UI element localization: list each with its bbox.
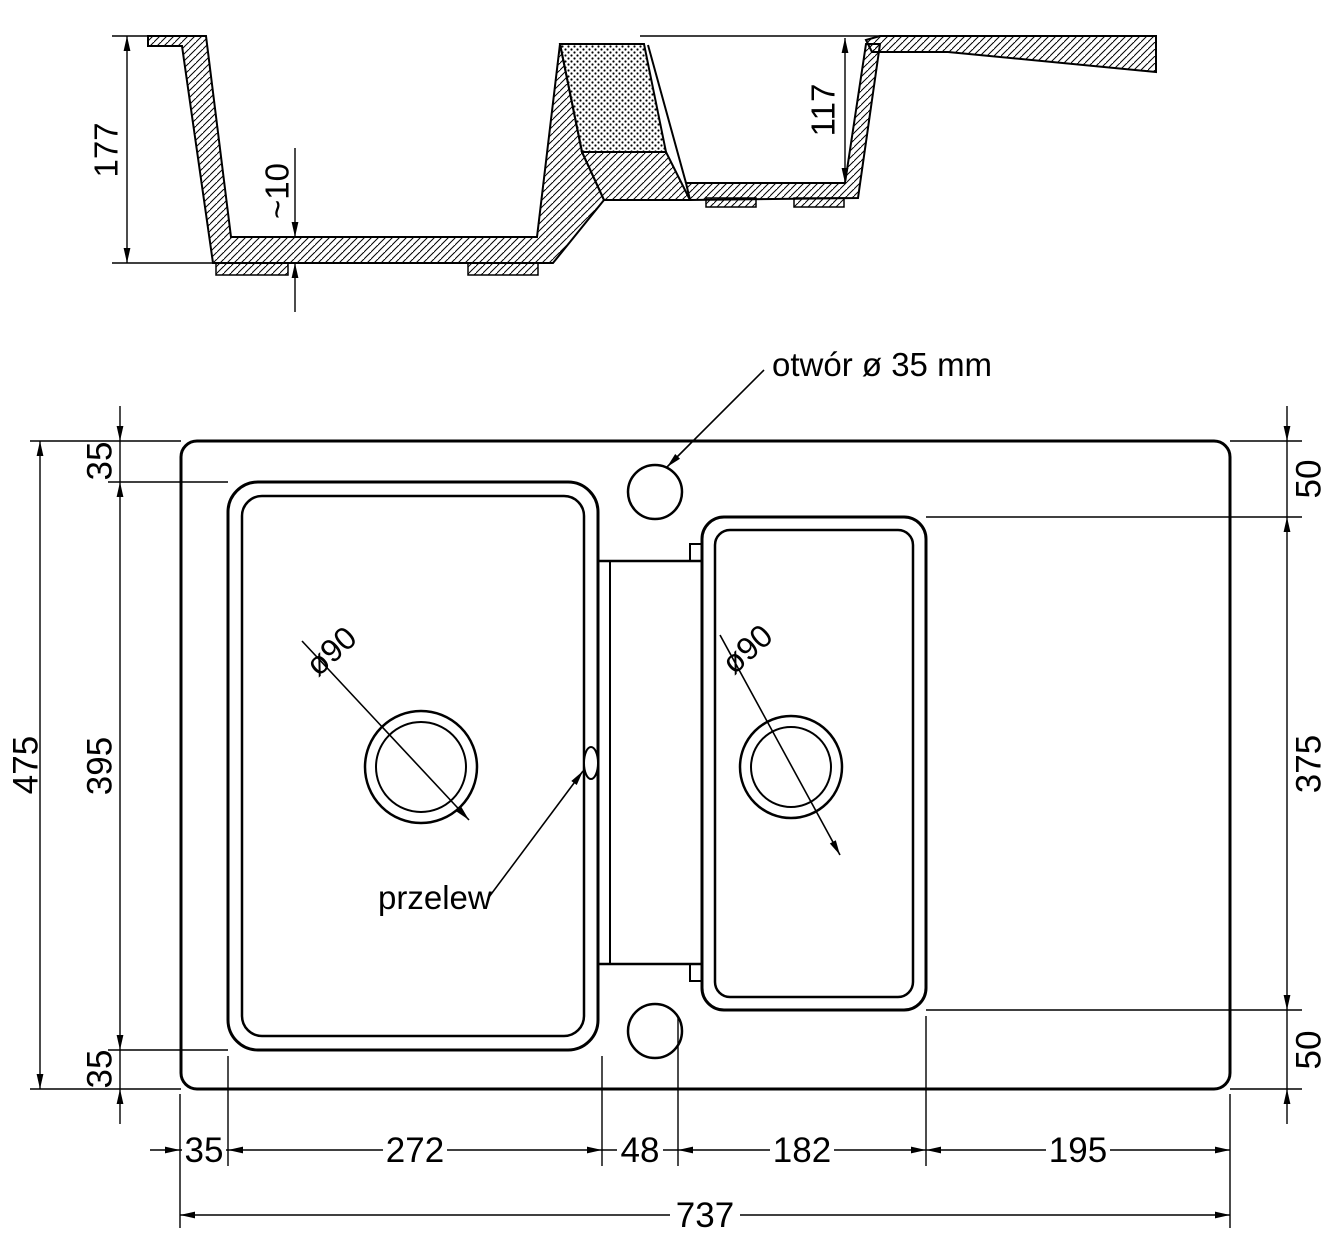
overflow-label: przelew [378, 879, 492, 916]
label-bg [617, 1133, 663, 1167]
label-bg [383, 1133, 447, 1167]
dimension-total-depth [112, 35, 216, 264]
section-foot-right [467, 262, 539, 276]
dimensions-right [926, 406, 1302, 1124]
dim-bottom-5-label: 195 [1049, 1131, 1107, 1170]
dim-margin-bottom-label: 35 [81, 1050, 120, 1089]
drain-left-label: ø90 [298, 619, 363, 683]
leader-drain-left: ø90 [298, 619, 470, 821]
dim-right-mid-label: 375 [1290, 735, 1322, 793]
section-left-basin [147, 35, 606, 264]
drain-left-inner [375, 721, 467, 813]
divider-step-top [689, 543, 702, 561]
dim-height-total-label: 475 [7, 736, 46, 794]
overflow-slot [583, 746, 599, 780]
leader-line [301, 640, 470, 821]
divider-step-bottom [689, 964, 702, 982]
leader-line [666, 369, 765, 468]
right-basin-inner [713, 528, 915, 999]
dim-margin-top-label: 35 [81, 442, 120, 481]
label-bg [670, 1198, 740, 1232]
left-basin-inner [240, 494, 586, 1038]
section-right-basin [684, 43, 882, 202]
label-bg [1046, 1133, 1110, 1167]
dim-bottom-3-label: 48 [621, 1131, 660, 1170]
hole-label: otwór ø 35 mm [772, 346, 992, 383]
drain-left-outer [363, 709, 479, 825]
dim-width-total-label: 737 [676, 1196, 734, 1235]
dimensions-left [30, 406, 228, 1124]
dim-bottom-1-label: 35 [185, 1131, 224, 1170]
leader-hole: otwór ø 35 mm [666, 346, 992, 468]
drain-right-label: ø90 [714, 617, 779, 681]
drain-right-outer [738, 714, 844, 820]
dim-right-top-label: 50 [1290, 460, 1322, 499]
dim-depth-total-label: 177 [88, 122, 125, 177]
dim-bottom-4-label: 182 [773, 1131, 831, 1170]
section-foot-small-left [705, 197, 757, 208]
faucet-hole [626, 463, 684, 521]
dim-bottom-thickness-label: ~10 [259, 163, 296, 219]
label-bg [770, 1133, 834, 1167]
section-right-basin-wall-line [647, 44, 687, 184]
label-bg [182, 1133, 226, 1167]
right-basin-outer [700, 515, 928, 1012]
dim-right-depth-label: 117 [805, 84, 842, 137]
bottom-hole [626, 1002, 684, 1060]
section-drainboard [864, 35, 1157, 74]
dim-right-bottom-label: 50 [1290, 1031, 1322, 1070]
leader-drain-right: ø90 [714, 617, 841, 856]
section-foot-left [215, 262, 289, 276]
left-basin-outer [226, 480, 600, 1052]
leader-overflow: przelew [378, 770, 584, 916]
section-foot-small-right [793, 197, 845, 208]
leader-line [488, 770, 584, 898]
plan-view [179, 439, 1232, 1091]
dim-basin-height-label: 395 [81, 737, 120, 795]
dim-bottom-2-label: 272 [386, 1131, 444, 1170]
drain-right-inner [750, 726, 832, 808]
sink-outline [179, 439, 1232, 1091]
section-view [147, 35, 1157, 276]
leader-line [719, 634, 841, 856]
